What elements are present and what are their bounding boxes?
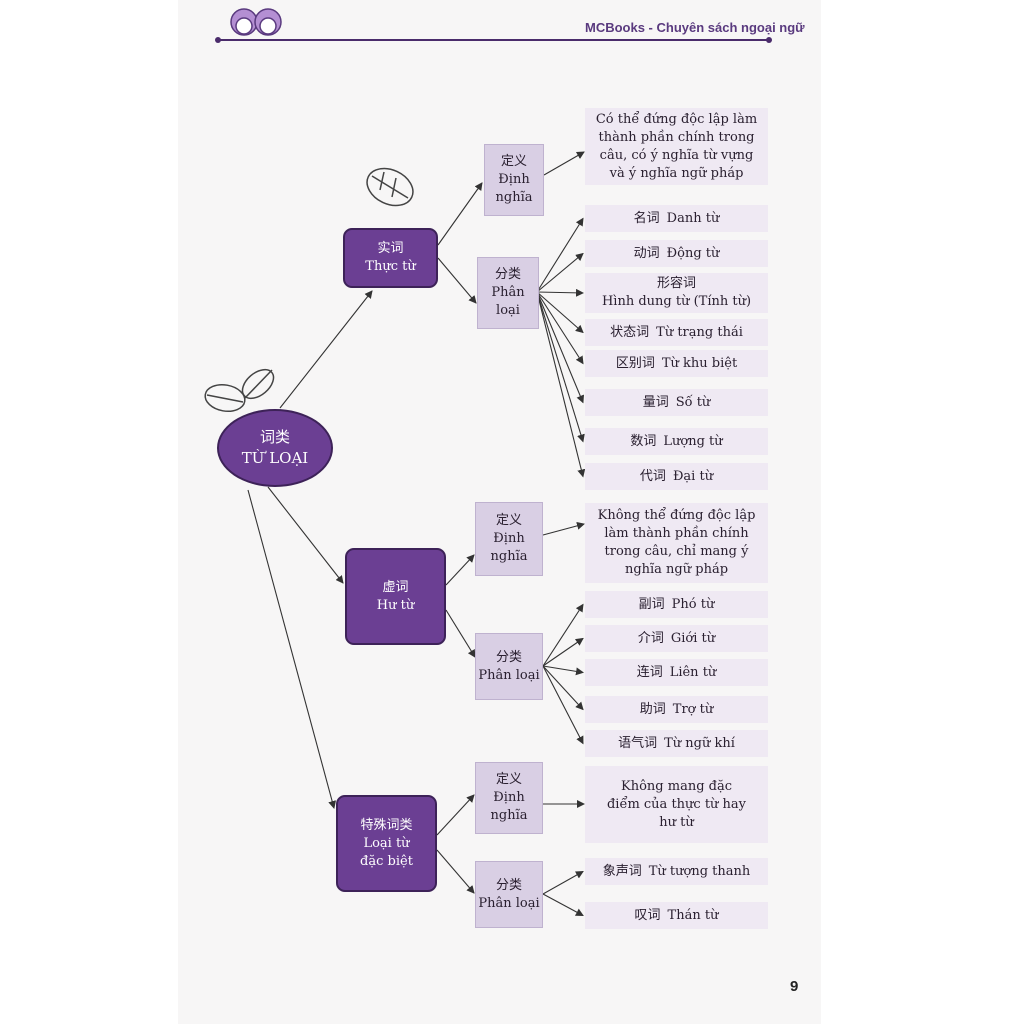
item-vi: Từ ngữ khí (664, 735, 735, 751)
root-vi: TỪ LOẠI (241, 449, 309, 467)
item-vi: Hình dung từ (Tính từ) (601, 294, 752, 309)
classification-item: 助词 Trợ từ (585, 696, 768, 723)
classification-item: 动词 Động từ (585, 240, 768, 267)
definition-node: 定义 Định nghĩa (475, 762, 543, 834)
classification-item: 状态词 Từ trạng thái (585, 319, 768, 346)
classification-item: 连词 Liên từ (585, 659, 768, 686)
category-node-special-words: 特殊词类 Loại từ đặc biệt (336, 795, 437, 892)
item-zh: 副词 (638, 596, 665, 612)
classification-item: 形容词 Hình dung từ (Tính từ) (585, 273, 768, 313)
item-zh: 助词 (639, 701, 666, 717)
classification-vi: Phân loại (478, 895, 540, 911)
item-zh: 介词 (637, 630, 664, 646)
item-vi: Phó từ (671, 596, 715, 612)
item-zh: 区别词 (615, 355, 655, 371)
item-zh: 动词 (633, 245, 660, 261)
item-zh: 连词 (636, 664, 663, 680)
publisher-brand: MCBooks - Chuyên sách ngoại ngữ (585, 20, 805, 35)
item-vi: Trợ từ (672, 701, 714, 717)
category-node-content-words: 实词 Thực từ (343, 228, 438, 288)
definition-vi: Định nghĩa (490, 531, 528, 564)
item-vi: Danh từ (666, 210, 720, 226)
classification-item: 区别词 Từ khu biệt (585, 350, 768, 377)
item-vi: Từ tượng thanh (648, 863, 751, 879)
definition-text: Có thể đứng độc lập làm thành phần chính… (585, 108, 768, 185)
classification-item: 数词 Lượng từ (585, 428, 768, 455)
item-vi: Lượng từ (663, 433, 723, 449)
root-zh: 词类 (259, 428, 290, 446)
page-number: 9 (790, 978, 799, 995)
definition-node: 定义 Định nghĩa (484, 144, 544, 216)
item-vi: Giới từ (670, 630, 716, 646)
category-zh: 虚词 (382, 579, 409, 595)
classification-zh: 分类 (495, 877, 522, 893)
definition-node: 定义 Định nghĩa (475, 502, 543, 576)
classification-vi: Phân loại (491, 285, 525, 318)
item-vi: Đại từ (672, 468, 714, 484)
item-vi: Số từ (675, 394, 711, 410)
category-zh: 实词 (377, 241, 404, 256)
definition-text: Không thể đứng độc lập làm thành phần ch… (585, 503, 768, 583)
definition-vi: Định nghĩa (495, 172, 533, 205)
item-vi: Từ trạng thái (656, 324, 743, 340)
classification-node: 分类 Phân loại (475, 633, 543, 700)
classification-item: 语气词 Từ ngữ khí (585, 730, 768, 757)
header-rule-dot (215, 37, 221, 43)
item-zh: 代词 (639, 468, 666, 484)
category-vi: Loại từ đặc biệt (360, 835, 413, 869)
classification-item: 象声词 Từ tượng thanh (585, 858, 768, 885)
definition-zh: 定义 (495, 772, 522, 787)
item-vi: Thán từ (667, 907, 719, 923)
item-zh: 量词 (642, 394, 669, 410)
classification-item: 量词 Số từ (585, 389, 768, 416)
item-zh: 名词 (633, 210, 660, 226)
item-zh: 象声词 (602, 863, 642, 879)
definition-text: Không mang đặc điểm của thực từ hay hư t… (585, 766, 768, 843)
header-rule (218, 39, 768, 41)
classification-item: 代词 Đại từ (585, 463, 768, 490)
item-vi: Liên từ (669, 664, 717, 680)
item-zh: 状态词 (610, 324, 650, 340)
definition-zh: 定义 (500, 154, 527, 169)
classification-item: 名词 Danh từ (585, 205, 768, 232)
category-zh: 特殊词类 (360, 817, 413, 833)
header-rule-dot (766, 37, 772, 43)
item-zh: 叹词 (634, 907, 661, 923)
item-vi: Động từ (666, 245, 720, 261)
category-node-function-words: 虚词 Hư từ (345, 548, 446, 645)
root-node-word-class: 词类 TỪ LOẠI (217, 409, 333, 487)
classification-item: 副词 Phó từ (585, 591, 768, 618)
category-vi: Hư từ (376, 597, 415, 613)
item-zh: 数词 (630, 433, 657, 449)
classification-vi: Phân loại (478, 667, 540, 683)
definition-vi: Định nghĩa (490, 790, 528, 823)
item-vi: Từ khu biệt (661, 355, 738, 371)
classification-item: 叹词 Thán từ (585, 902, 768, 929)
definition-zh: 定义 (495, 513, 522, 528)
item-zh: 语气词 (618, 735, 658, 751)
classification-zh: 分类 (494, 267, 521, 282)
classification-zh: 分类 (495, 649, 522, 665)
classification-node: 分类 Phân loại (475, 861, 543, 928)
category-vi: Thực từ (365, 259, 416, 274)
item-zh: 形容词 (656, 276, 696, 291)
classification-item: 介词 Giới từ (585, 625, 768, 652)
classification-node: 分类 Phân loại (477, 257, 539, 329)
